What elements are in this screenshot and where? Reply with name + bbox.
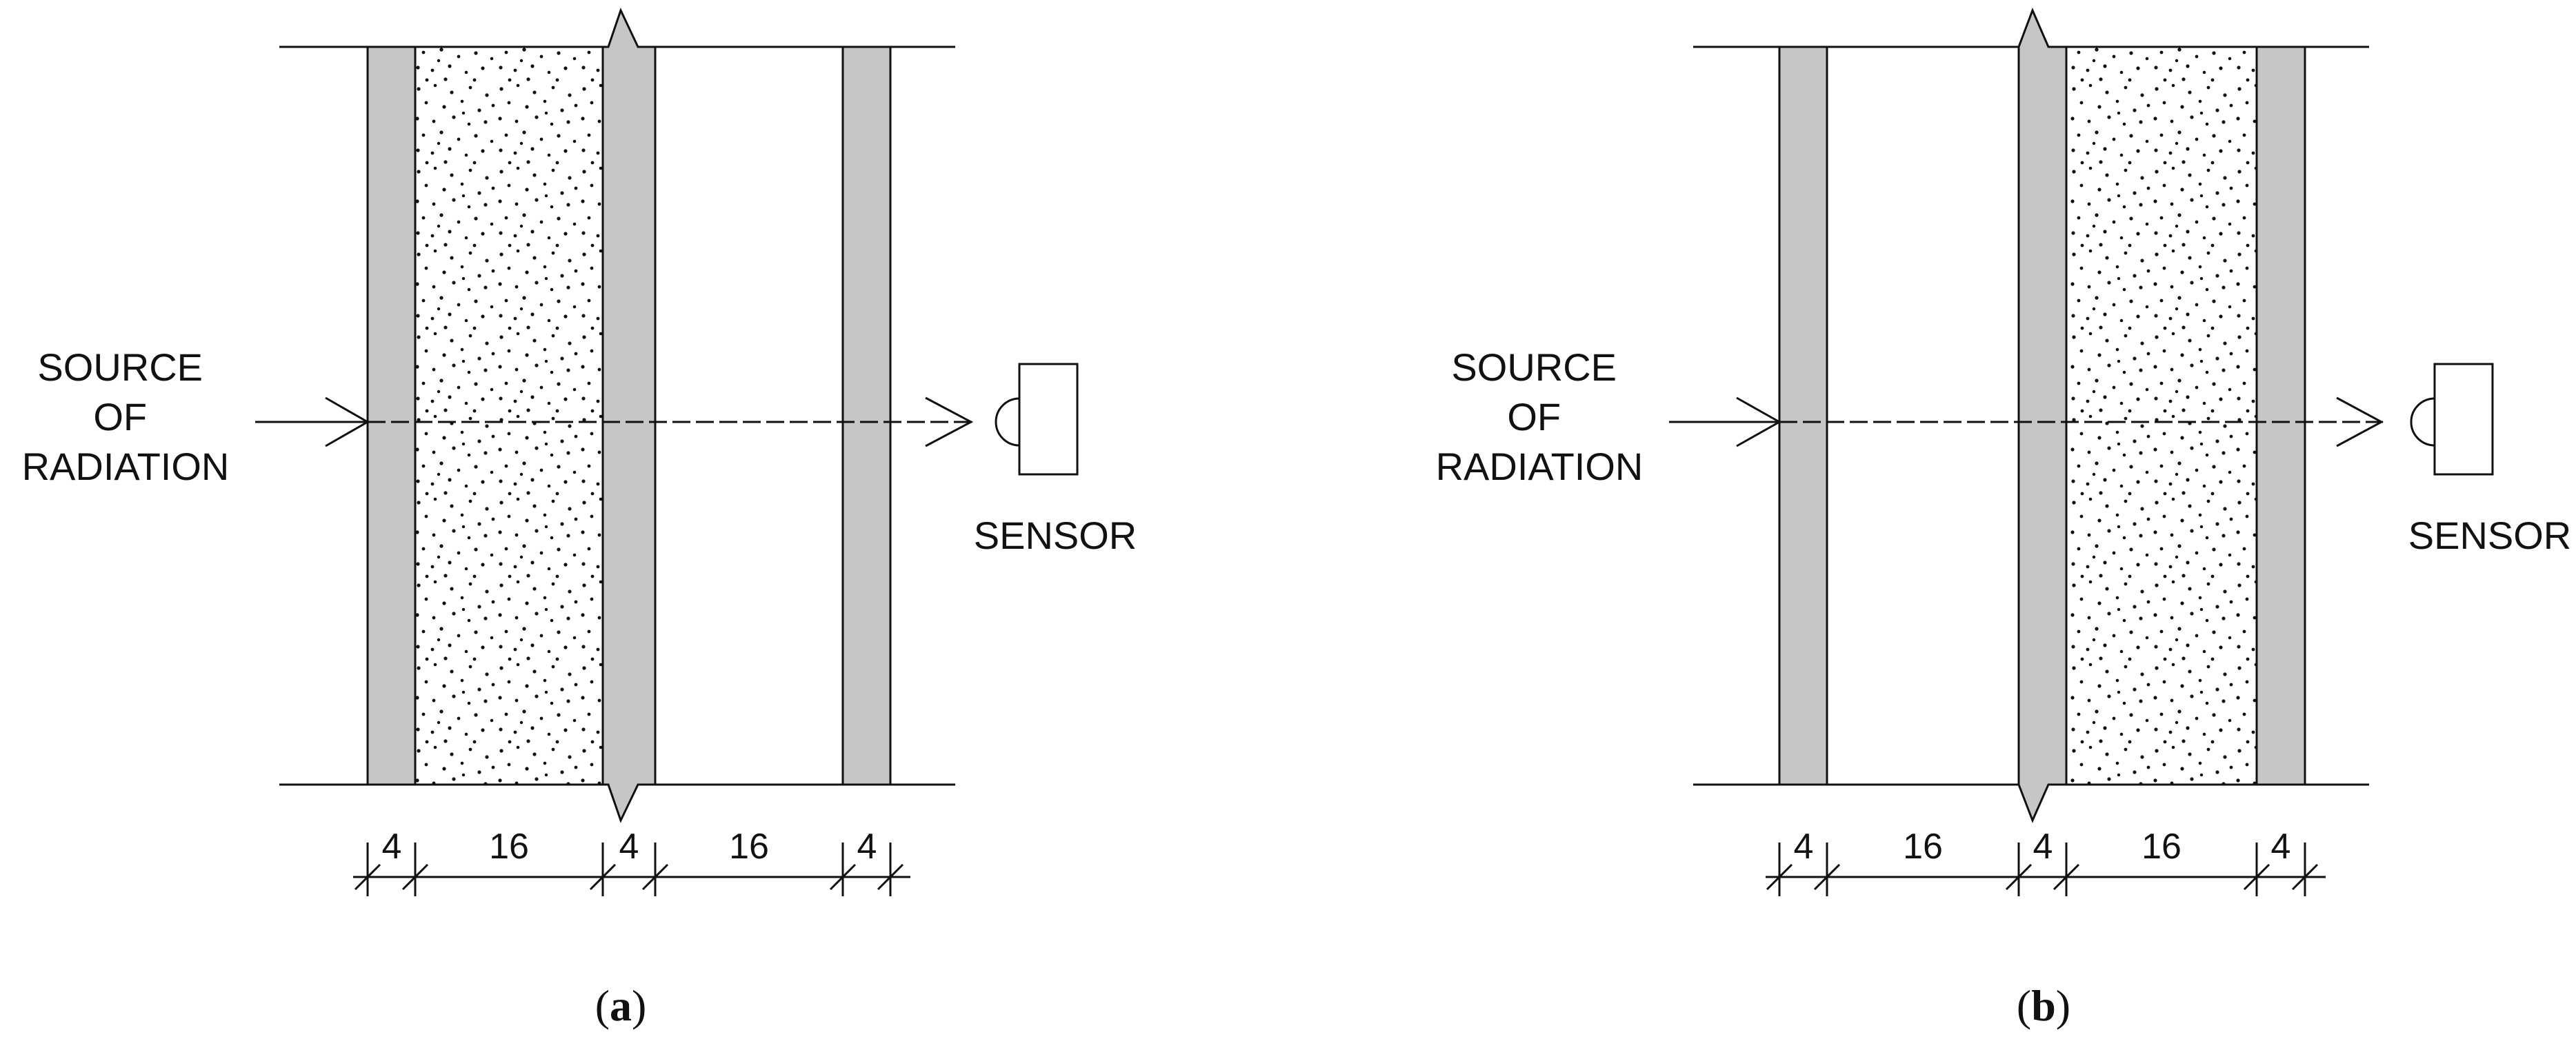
dimension-labels: 4 16 4 16 4 (1794, 827, 2291, 867)
sensor-label: SENSOR (2408, 514, 2572, 557)
glass-pane-middle (2017, 8, 2068, 823)
panel-b: SOURCE OF RADIATION SENSOR 4 16 4 16 4 (1436, 8, 2572, 1030)
dim-label: 16 (489, 827, 529, 867)
glass-pane-outer (1778, 46, 1828, 786)
dimension-chain (353, 843, 910, 896)
source-label: SOURCE OF RADIATION (22, 345, 230, 488)
radiation-beam (1669, 396, 2384, 447)
dim-label: 16 (1903, 827, 1943, 867)
dim-label: 4 (2033, 827, 2053, 867)
sensor-icon (995, 363, 1079, 476)
panel-a: SOURCE OF RADIATION SENSOR 4 16 4 16 (22, 8, 1137, 1030)
insulation-layer (2065, 46, 2258, 786)
caption-b: (b) (2017, 981, 2070, 1030)
dim-label: 4 (2271, 827, 2291, 867)
dim-label: 4 (382, 827, 402, 867)
dim-label: 4 (1794, 827, 1814, 867)
glass-pane-inner (2255, 46, 2306, 786)
radiation-beam (255, 396, 974, 447)
glass-pane-middle (601, 8, 657, 823)
dimension-labels: 4 16 4 16 4 (382, 827, 877, 867)
sensor-label: SENSOR (974, 514, 1137, 557)
glass-pane-outer (366, 46, 417, 786)
dim-label: 4 (619, 827, 639, 867)
dimension-chain (1766, 843, 2326, 896)
dim-label: 16 (729, 827, 769, 867)
source-label: SOURCE OF RADIATION (1436, 345, 1644, 488)
insulation-layer (414, 46, 604, 786)
caption-a: (a) (595, 981, 647, 1030)
dim-label: 16 (2141, 827, 2181, 867)
dim-label: 4 (857, 827, 877, 867)
glass-pane-inner (841, 46, 892, 786)
sensor-icon (2410, 363, 2494, 476)
